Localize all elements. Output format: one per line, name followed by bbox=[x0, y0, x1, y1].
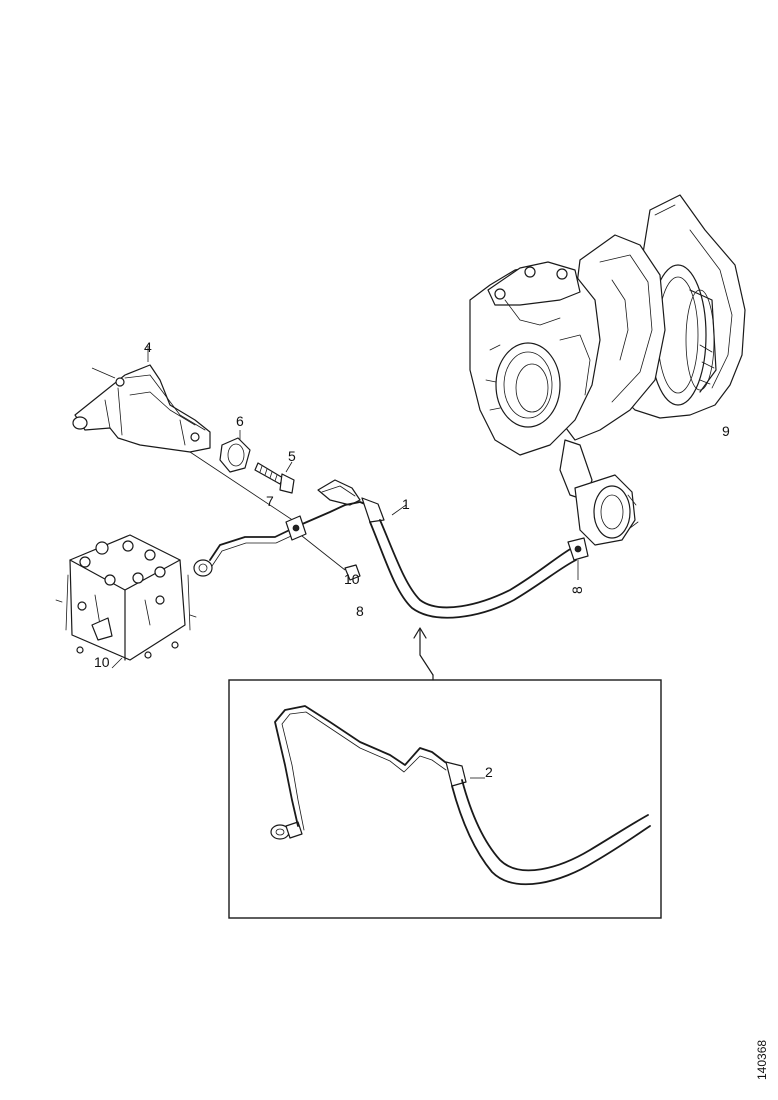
callout-1: 1 bbox=[402, 496, 410, 512]
callout-9: 9 bbox=[722, 423, 730, 439]
callout-2: 2 bbox=[485, 764, 493, 780]
callout-6: 6 bbox=[236, 413, 244, 429]
spacer-sleeve bbox=[219, 430, 251, 473]
detail-pointer-arrow bbox=[413, 627, 434, 681]
detail-view-frame bbox=[228, 679, 662, 919]
callout-10-nut: 10 bbox=[344, 571, 360, 587]
mounting-bracket bbox=[72, 346, 211, 453]
oil-pipe-assembly bbox=[193, 479, 589, 619]
nut bbox=[301, 535, 361, 581]
callout-8-pipe-clamp: 8 bbox=[356, 603, 364, 619]
callout-5: 5 bbox=[288, 448, 296, 464]
oil-filter-housing bbox=[55, 534, 197, 669]
callout-8-turbo-clamp: 8 bbox=[569, 586, 585, 594]
drawing-number: 140368 bbox=[755, 1040, 769, 1080]
bolt bbox=[254, 461, 295, 494]
turbocharger bbox=[469, 194, 746, 546]
callout-7: 7 bbox=[266, 493, 274, 509]
callout-10-filter: 10 bbox=[94, 654, 110, 670]
callout-4: 4 bbox=[144, 339, 152, 355]
alternative-oil-pipe bbox=[270, 705, 651, 886]
